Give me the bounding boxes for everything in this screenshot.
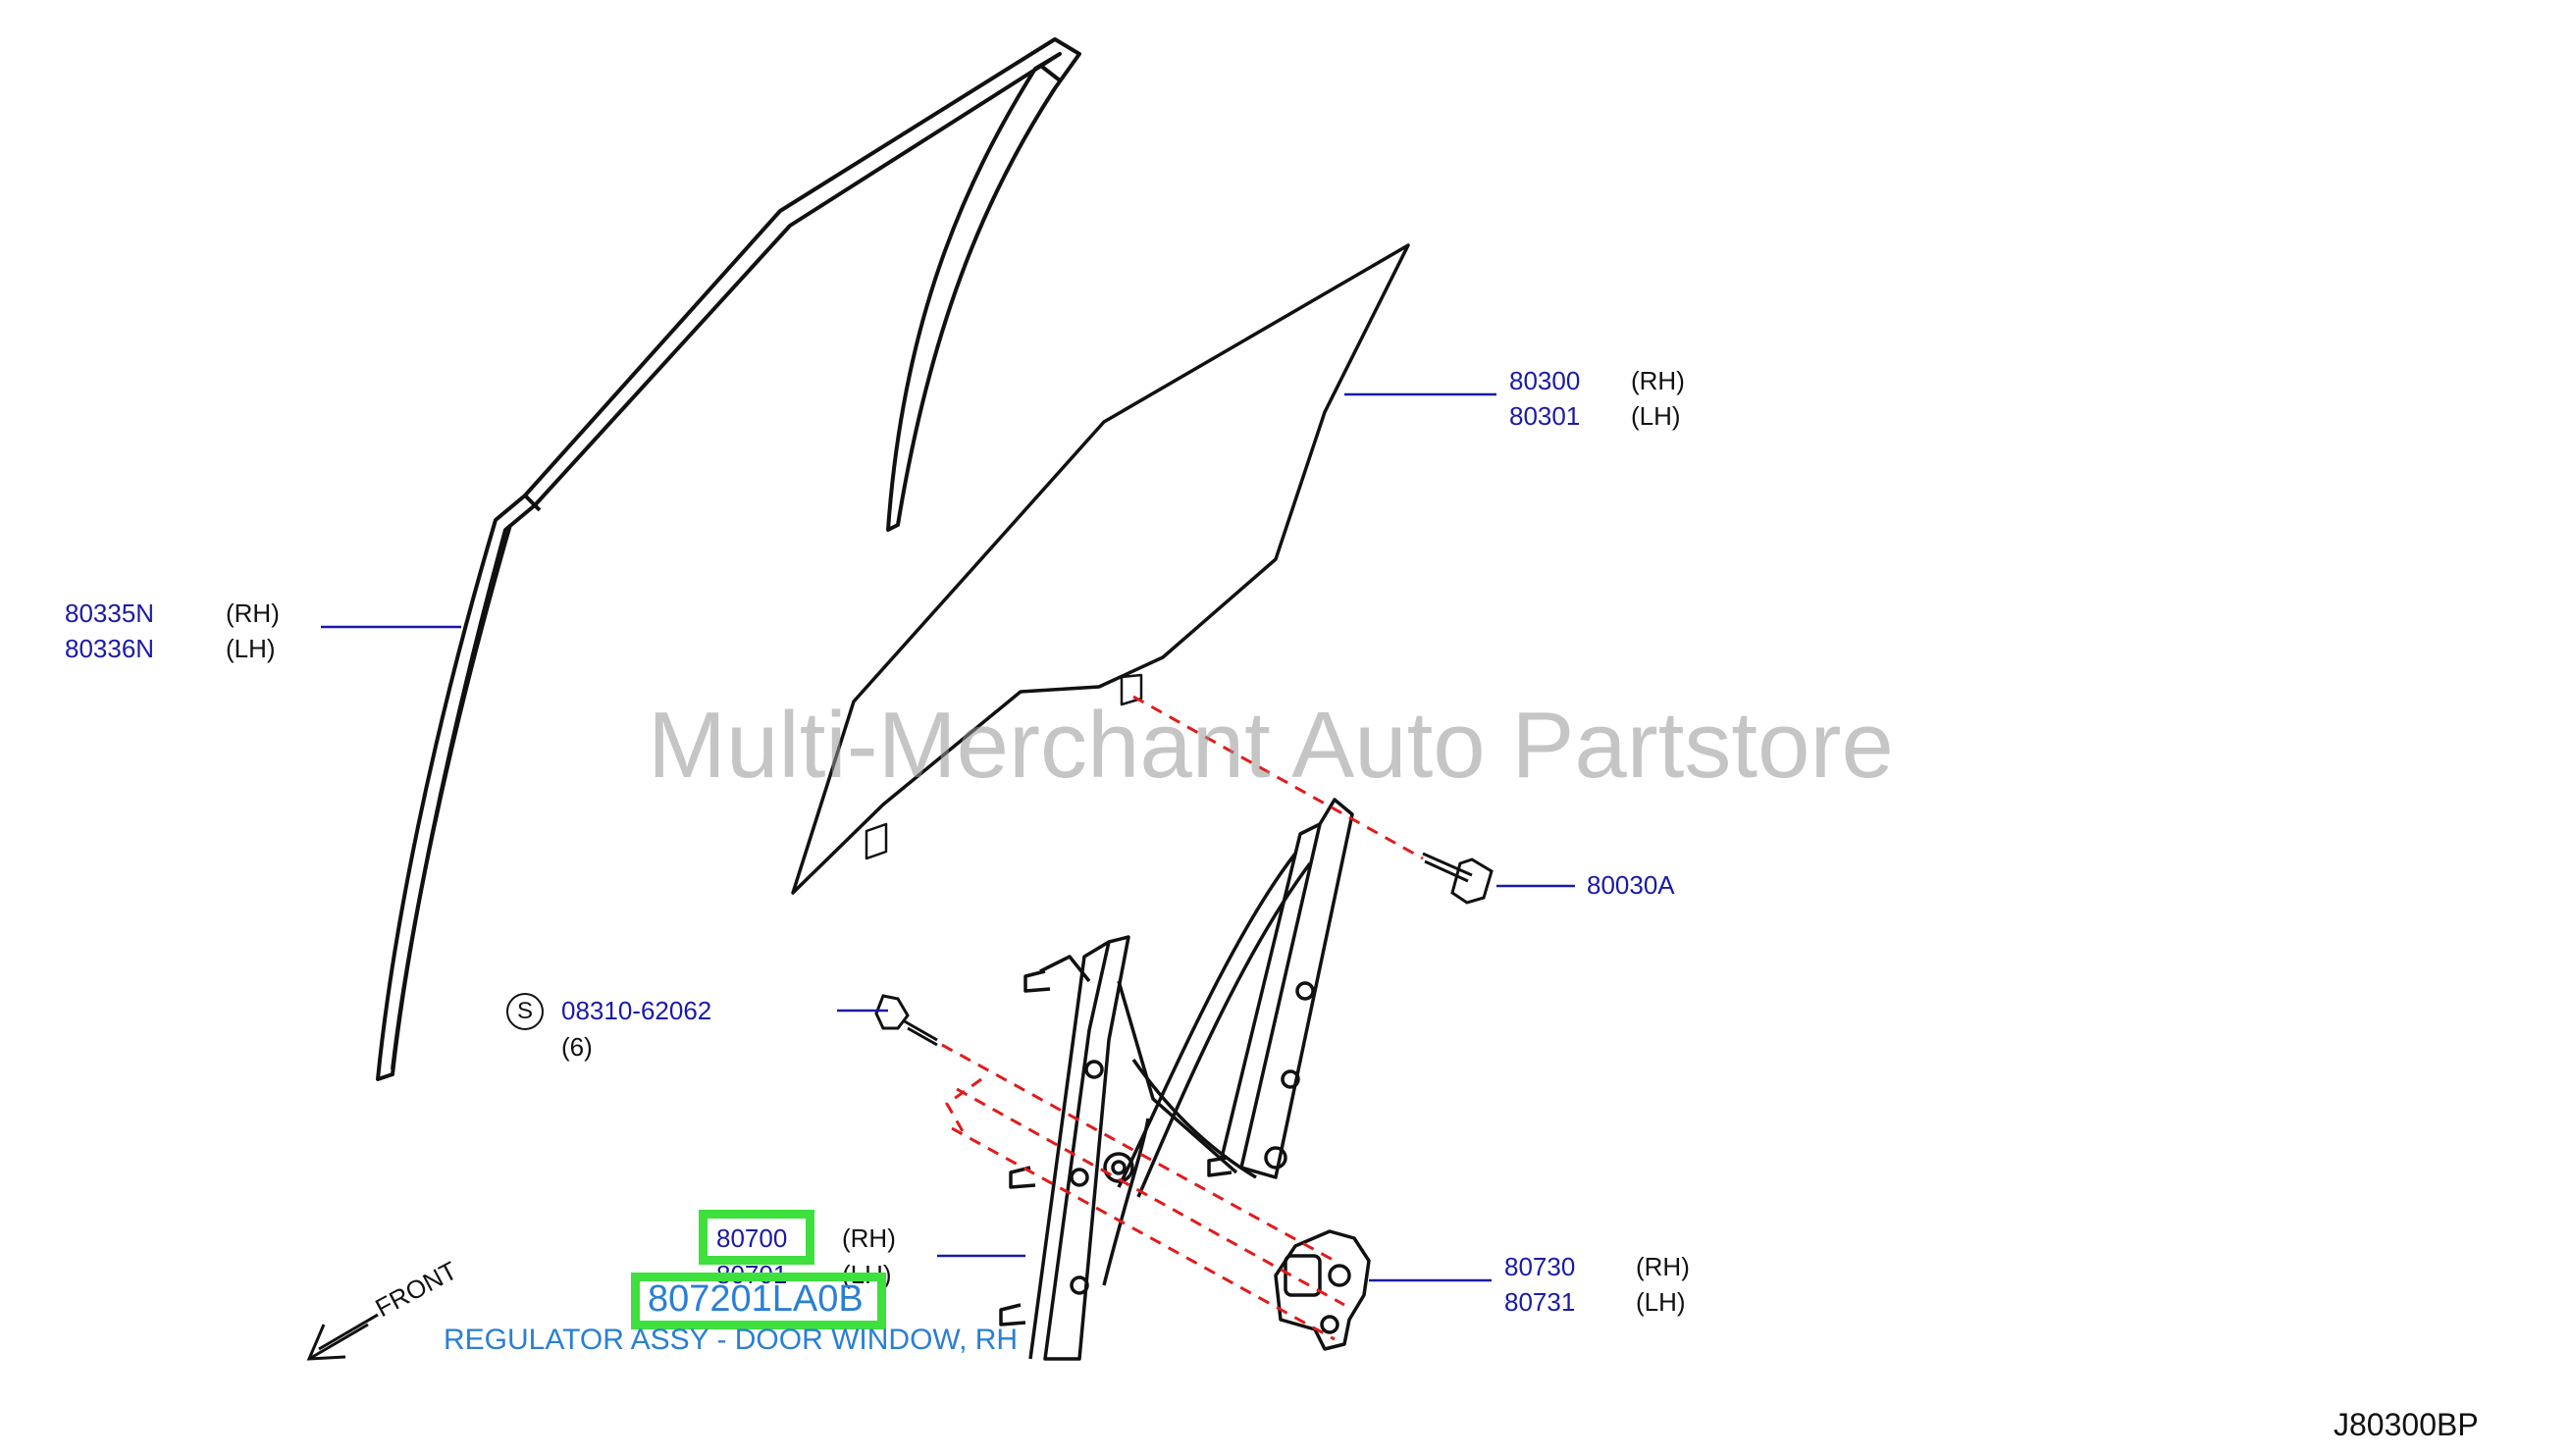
sash-lh-side: (LH) — [226, 634, 276, 663]
sash-rh-side: (RH) — [226, 598, 280, 628]
watermark: Multi-Merchant Auto Partstore — [648, 693, 1894, 798]
motor-rh-part-number[interactable]: 80730 — [1504, 1252, 1576, 1281]
glass-rh-side: (RH) — [1631, 366, 1685, 395]
glass-lh-side: (LH) — [1631, 401, 1681, 431]
motor-lh-side: (LH) — [1636, 1287, 1686, 1317]
screw-part-number[interactable]: 08310-62062 — [561, 996, 712, 1025]
door-glass — [791, 243, 1410, 895]
highlighted-part-number[interactable]: 807201LA0B — [648, 1278, 864, 1320]
front-arrow-icon — [306, 1313, 379, 1361]
screw-08310-62062 — [874, 994, 938, 1047]
highlighted-part-box — [631, 1273, 886, 1329]
service-symbol-icon: S — [506, 993, 544, 1030]
bolt-80030a — [1422, 852, 1494, 905]
leader-lines — [321, 392, 1575, 1282]
sash-rh-part-number[interactable]: 80335N — [65, 598, 155, 628]
regulator-rh-highlight — [699, 1210, 814, 1265]
glass-rh-part-number[interactable]: 80300 — [1509, 366, 1581, 395]
highlighted-part-description: REGULATOR ASSY - DOOR WINDOW, RH — [444, 1324, 1019, 1356]
glass-lh-part-number[interactable]: 80301 — [1509, 401, 1581, 431]
regulator-rh-part-number[interactable]: 80700 — [716, 1223, 788, 1253]
screw-quantity: (6) — [561, 1032, 593, 1062]
regulator-rh-side: (RH) — [842, 1223, 896, 1253]
diagram-code: J80300BP — [2334, 1407, 2479, 1442]
window-sash-channel — [376, 37, 1081, 1081]
sash-lh-part-number[interactable]: 80336N — [65, 634, 155, 663]
motor-lh-part-number[interactable]: 80731 — [1504, 1287, 1576, 1317]
regulator-assembly — [999, 798, 1354, 1361]
bolt-part-number[interactable]: 80030A — [1587, 870, 1675, 900]
alignment-dashed-lines — [941, 695, 1424, 1341]
regulator-motor — [1274, 1229, 1371, 1351]
motor-rh-side: (RH) — [1636, 1252, 1690, 1281]
